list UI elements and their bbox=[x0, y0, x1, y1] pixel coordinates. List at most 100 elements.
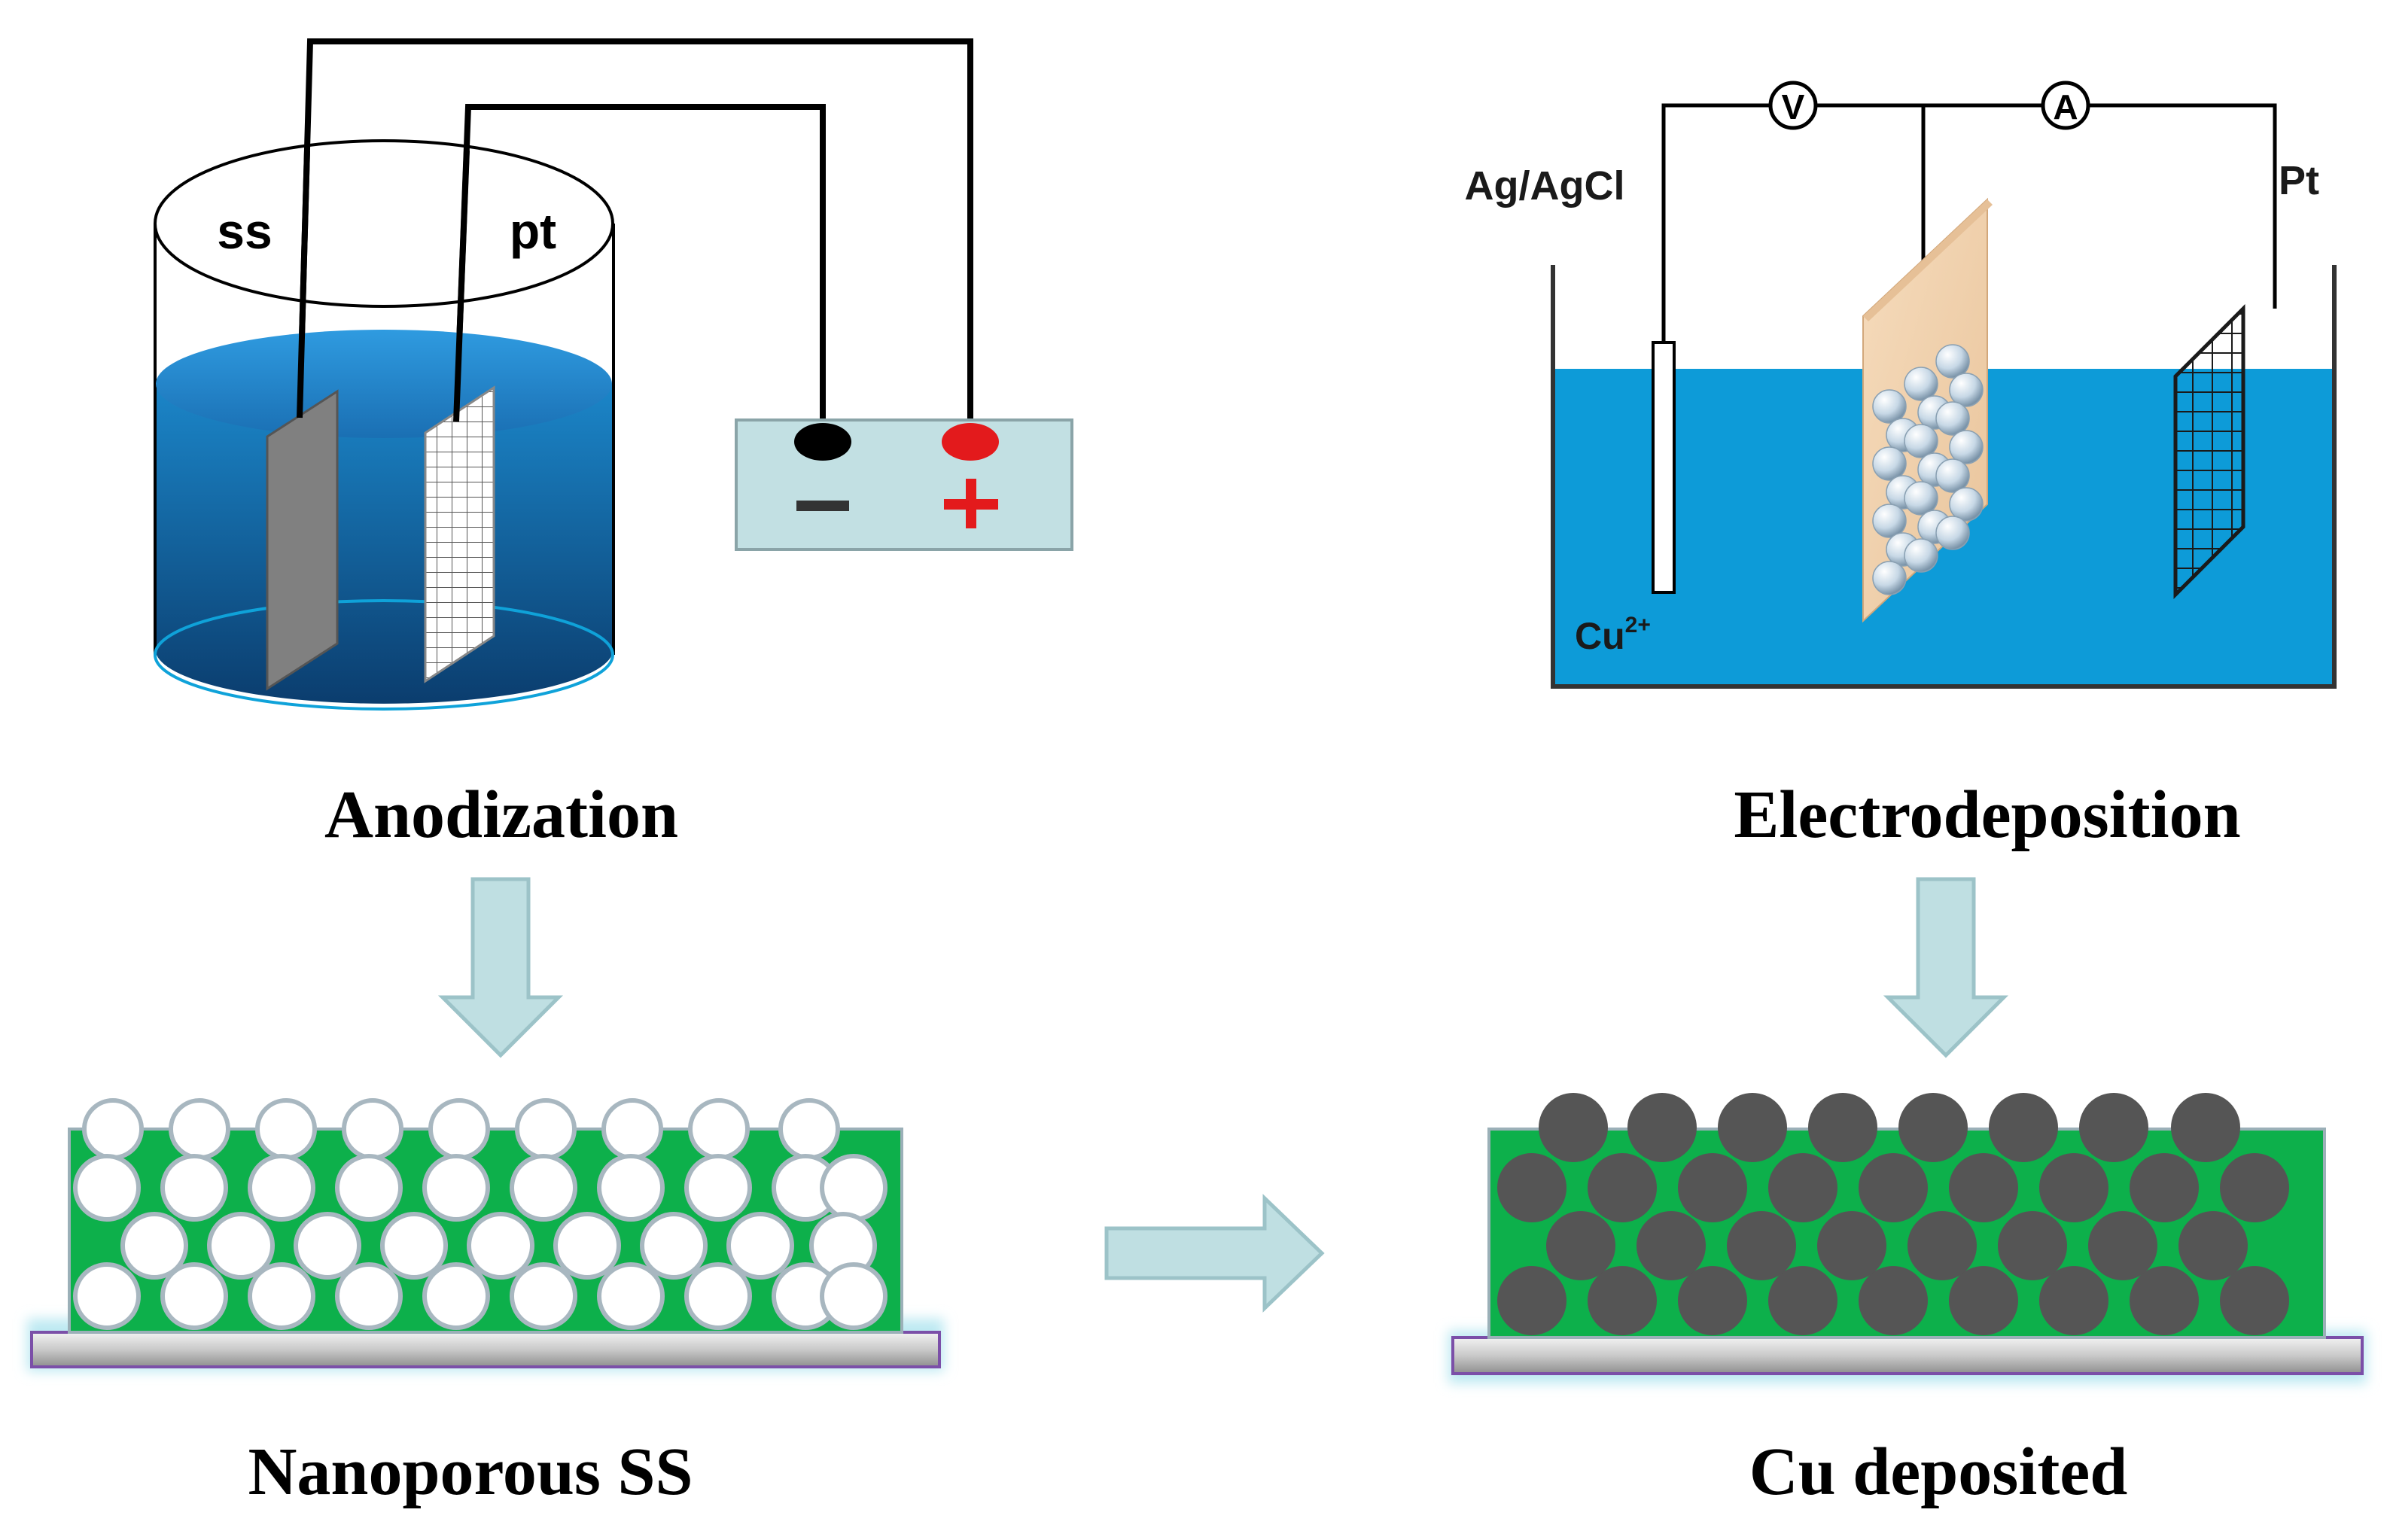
pore bbox=[510, 1154, 577, 1222]
cu-particle bbox=[1768, 1266, 1837, 1335]
cu-particle bbox=[1907, 1211, 1977, 1280]
pore bbox=[820, 1154, 888, 1222]
cu-particle bbox=[2130, 1153, 2199, 1222]
sphere bbox=[1872, 389, 1907, 424]
sphere bbox=[1949, 487, 1984, 522]
nanoporous-caption: Nanoporous SS bbox=[248, 1435, 693, 1509]
cu-particle bbox=[2039, 1153, 2108, 1222]
power-supply bbox=[735, 418, 1073, 551]
pore bbox=[255, 1098, 317, 1160]
cu-particle bbox=[2171, 1093, 2240, 1162]
negative-terminal bbox=[794, 423, 851, 461]
pore bbox=[294, 1212, 361, 1280]
pt-mesh-counter-electrode bbox=[2173, 303, 2245, 600]
pore bbox=[335, 1154, 403, 1222]
cu-particle bbox=[2220, 1153, 2289, 1222]
pore bbox=[169, 1098, 230, 1160]
tank-wall bbox=[1551, 265, 2337, 689]
sphere bbox=[1949, 430, 1984, 464]
pore bbox=[335, 1262, 403, 1330]
sphere bbox=[1872, 561, 1907, 595]
pore bbox=[380, 1212, 448, 1280]
deposited-spheres bbox=[1872, 344, 1984, 595]
sphere bbox=[1935, 516, 1970, 550]
substrate-left bbox=[30, 1331, 941, 1368]
cu-deposited-layer: Cu deposited bbox=[1448, 1093, 2367, 1509]
voltmeter-icon: V bbox=[1768, 81, 1818, 130]
pore bbox=[428, 1098, 490, 1160]
cu-particle bbox=[1898, 1093, 1968, 1162]
svg-text:A: A bbox=[2053, 87, 2078, 126]
pore bbox=[207, 1212, 275, 1280]
ag-agcl-label: Ag/AgCl bbox=[1465, 163, 1625, 208]
pt-mesh-electrode bbox=[424, 385, 495, 683]
cu-particle bbox=[1678, 1153, 1747, 1222]
pore bbox=[120, 1212, 188, 1280]
sphere bbox=[1872, 504, 1907, 538]
deposited-caption: Cu deposited bbox=[1749, 1435, 2128, 1509]
anodization-caption: Anodization bbox=[324, 778, 678, 852]
cu-particle bbox=[2079, 1093, 2148, 1162]
pore bbox=[597, 1154, 665, 1222]
sphere bbox=[1872, 446, 1907, 481]
cu-particles bbox=[1497, 1093, 2289, 1335]
pt-label: pt bbox=[510, 203, 556, 259]
pore bbox=[342, 1098, 403, 1160]
anodization-cell: ss pt Anodization bbox=[154, 38, 1073, 852]
cu-particle bbox=[2088, 1211, 2157, 1280]
sphere bbox=[1935, 458, 1970, 493]
cu-particle bbox=[1808, 1093, 1877, 1162]
cu-particle bbox=[1678, 1266, 1747, 1335]
cu-particle bbox=[1588, 1266, 1657, 1335]
cu-particle bbox=[1636, 1211, 1706, 1280]
cu-particle bbox=[1588, 1153, 1657, 1222]
pore bbox=[467, 1212, 534, 1280]
pore bbox=[82, 1098, 144, 1160]
minus-sign-icon bbox=[796, 501, 849, 511]
cu-particle bbox=[1627, 1093, 1697, 1162]
ss-label: ss bbox=[217, 203, 272, 259]
sphere bbox=[1904, 481, 1938, 516]
pore bbox=[248, 1154, 315, 1222]
pore bbox=[160, 1262, 228, 1330]
sphere bbox=[1904, 367, 1938, 401]
cu-particle bbox=[1539, 1093, 1608, 1162]
pore bbox=[601, 1098, 663, 1160]
substrate-right bbox=[1451, 1336, 2364, 1375]
pores bbox=[73, 1098, 888, 1330]
pore bbox=[422, 1154, 490, 1222]
cu-particle bbox=[1859, 1266, 1928, 1335]
cu-particle bbox=[1859, 1153, 1928, 1222]
pore bbox=[160, 1154, 228, 1222]
pore bbox=[597, 1262, 665, 1330]
pore bbox=[640, 1212, 708, 1280]
electrodeposition-cell: V A Ag/AgCl Pt Cu2+ Electrodeposition bbox=[1465, 81, 2337, 852]
electrodeposition-caption: Electrodeposition bbox=[1734, 778, 2240, 852]
sphere bbox=[1904, 424, 1938, 458]
cu-particle bbox=[2130, 1266, 2199, 1335]
pt-label-right: Pt bbox=[2279, 158, 2319, 203]
positive-terminal bbox=[942, 423, 999, 461]
cu-particle bbox=[1998, 1211, 2067, 1280]
pore bbox=[422, 1262, 490, 1330]
pore bbox=[553, 1212, 621, 1280]
pore bbox=[248, 1262, 315, 1330]
pore bbox=[510, 1262, 577, 1330]
cu-particle bbox=[1817, 1211, 1886, 1280]
down-arrow-right bbox=[1883, 877, 2009, 1058]
cu-particle bbox=[1949, 1266, 2018, 1335]
pore bbox=[684, 1262, 752, 1330]
cu-particle bbox=[1718, 1093, 1787, 1162]
cu-particle bbox=[1497, 1153, 1566, 1222]
sphere bbox=[1904, 538, 1938, 573]
sphere bbox=[1949, 373, 1984, 407]
cu-particle bbox=[1727, 1211, 1796, 1280]
svg-text:V: V bbox=[1782, 87, 1805, 126]
pore bbox=[73, 1262, 141, 1330]
reference-electrode bbox=[1652, 341, 1676, 594]
cu-particle bbox=[1949, 1153, 2018, 1222]
pore bbox=[726, 1212, 794, 1280]
ss-electrode bbox=[266, 389, 339, 691]
sphere bbox=[1935, 344, 1970, 379]
